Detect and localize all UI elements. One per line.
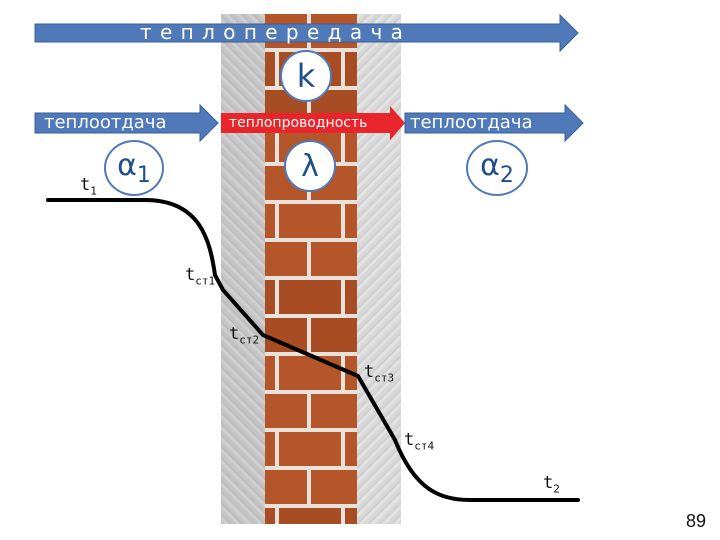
brick: [311, 470, 357, 504]
k-coefficient-circle: k: [280, 50, 332, 102]
alpha2-circle: α2: [466, 140, 528, 196]
brick: [265, 470, 307, 504]
alpha2-symbol: α2: [480, 148, 514, 188]
brick: [311, 318, 357, 352]
brick: [265, 242, 307, 276]
brick: [265, 204, 275, 238]
t2-label: t2: [543, 473, 560, 496]
tst1-label: tст1: [185, 265, 216, 288]
brick: [279, 508, 341, 524]
brick: [279, 204, 341, 238]
alpha1-symbol: α1: [117, 148, 151, 188]
brick: [311, 242, 357, 276]
brick: [311, 394, 357, 428]
alpha2-sub: 2: [499, 163, 514, 188]
k-symbol: k: [296, 57, 316, 95]
lambda-circle: λ: [284, 140, 336, 192]
alpha1-circle: α1: [104, 140, 164, 196]
lambda-symbol: λ: [301, 148, 319, 184]
page-number: 89: [685, 511, 706, 531]
brick: [279, 432, 341, 466]
brick: [345, 508, 357, 524]
tst3-label: tст3: [364, 362, 395, 385]
brick: [279, 356, 341, 390]
left-plaster-layer: [221, 14, 265, 524]
brick: [265, 128, 275, 162]
brick: [265, 394, 307, 428]
brick: [265, 356, 275, 390]
brick: [345, 280, 357, 314]
alpha1-sub: 1: [136, 163, 151, 188]
tst2-label: tст2: [229, 324, 260, 347]
brick: [265, 432, 275, 466]
alpha1-base: α: [117, 148, 137, 183]
brick: [279, 280, 341, 314]
heat-transfer-label: т е п л о п е р е д а ч а: [140, 20, 404, 44]
right-convection-label: теплоотдача: [410, 112, 533, 133]
tst4-label: tст4: [404, 430, 435, 453]
brick: [345, 432, 357, 466]
brick: [345, 204, 357, 238]
brick: [265, 508, 275, 524]
alpha2-base: α: [480, 148, 500, 183]
t1-label: t1: [80, 175, 97, 198]
brick: [345, 128, 357, 162]
left-convection-label: теплоотдача: [44, 112, 167, 133]
brick: [265, 52, 275, 86]
temperature-curve: [46, 198, 580, 502]
conduction-label: теплопроводность: [229, 115, 368, 131]
brick: [265, 280, 275, 314]
brick: [345, 52, 357, 86]
